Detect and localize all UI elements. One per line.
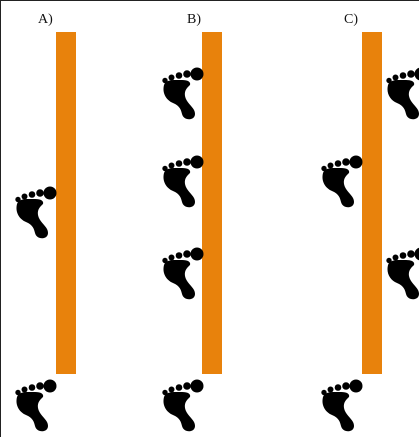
footprint-icon [382,63,419,121]
panel-c-label: C) [344,12,358,27]
panel-b-label: B) [187,12,201,27]
footprint-icon [11,375,57,433]
panel-a-label: A) [38,12,53,27]
footprint-icon [158,375,204,433]
panel-a-bar [56,32,76,374]
panel-b-bar [202,32,222,374]
footprint-icon [158,151,204,209]
footprint-icon [158,243,204,301]
panel-c-bar [362,32,382,374]
footprint-icon [382,243,419,301]
footprint-icon [317,151,363,209]
footprint-icon [11,182,57,240]
footprint-icon [158,63,204,121]
footprint-icon [317,375,363,433]
